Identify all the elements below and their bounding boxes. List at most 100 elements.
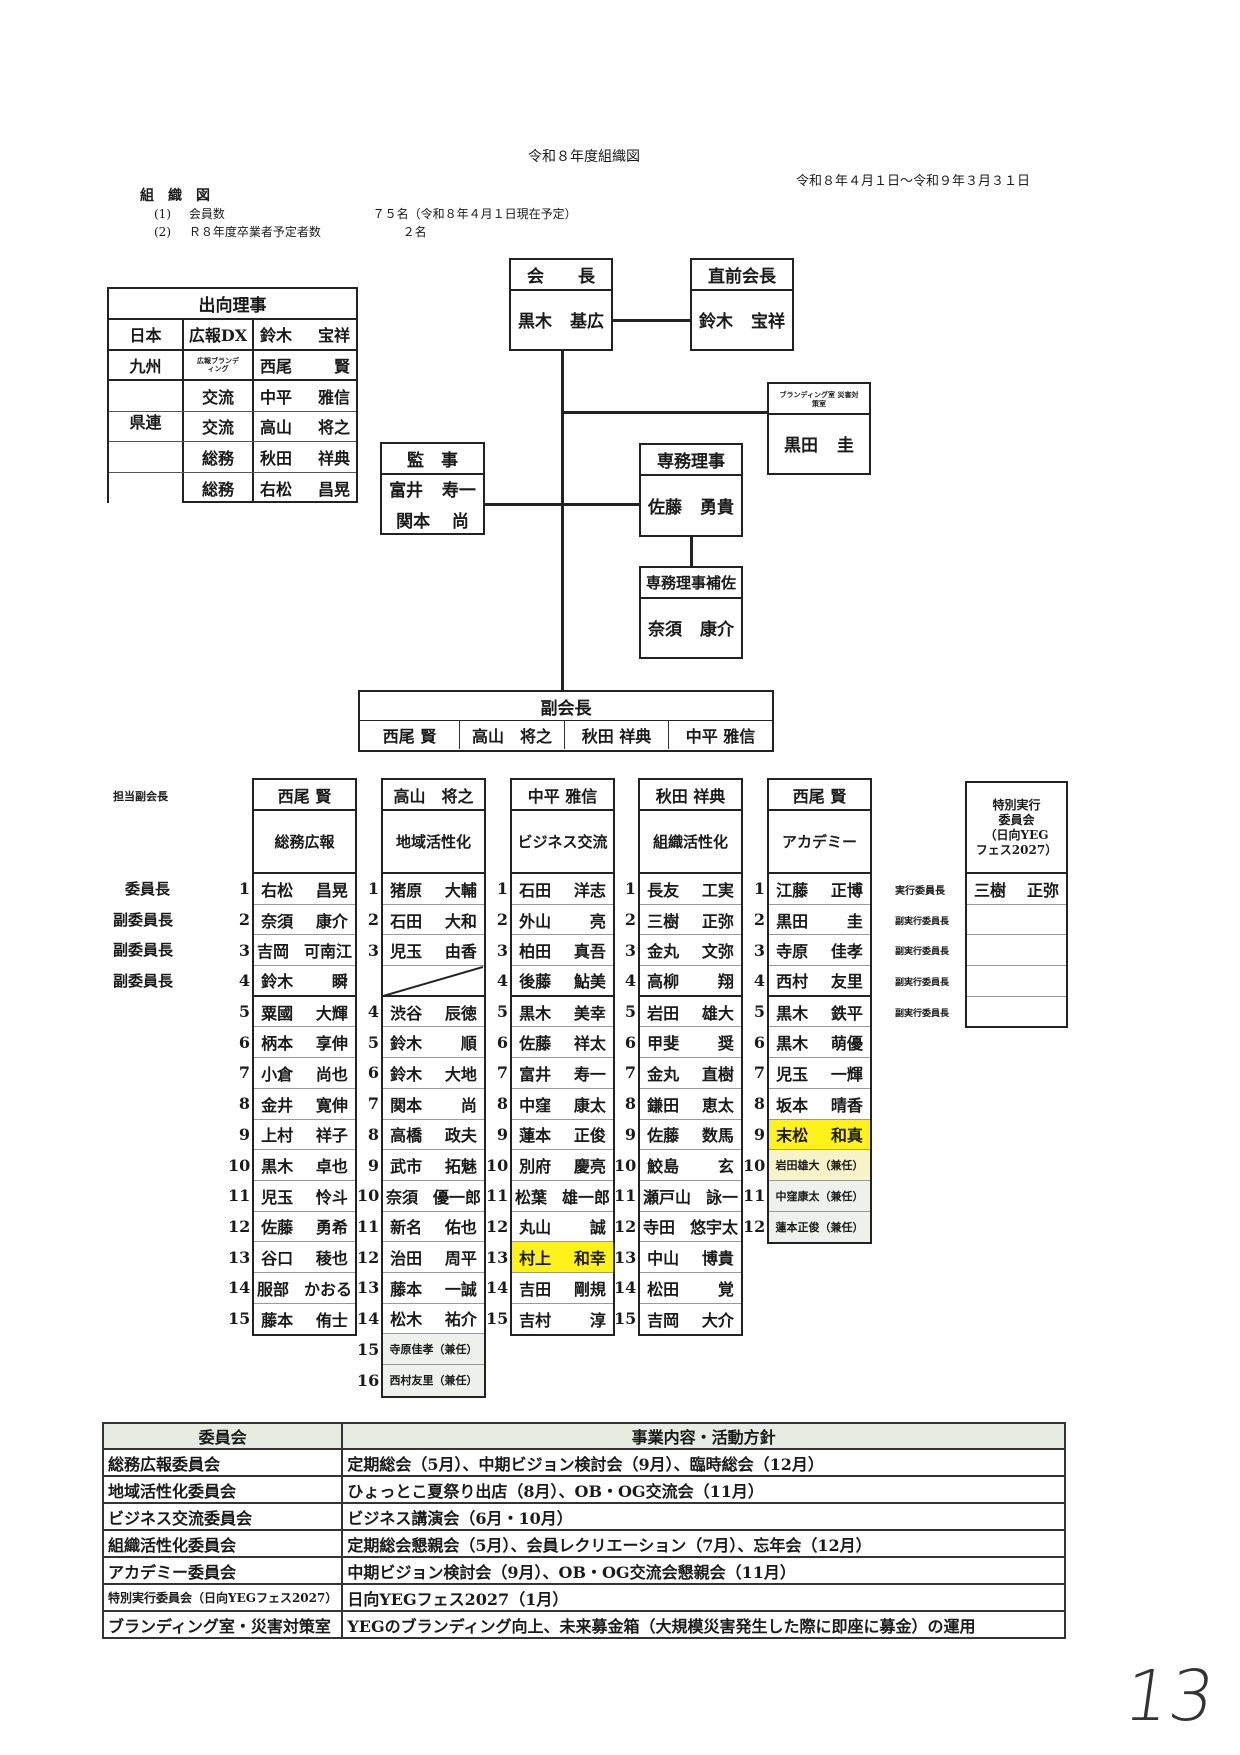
- given-name: かおる: [303, 1279, 352, 1299]
- member-number: 2: [624, 910, 636, 930]
- member-number: 3: [624, 940, 636, 960]
- family-name: 末松: [776, 1126, 809, 1146]
- document-title: 令和８年度組織図: [528, 149, 640, 165]
- given-name: 剛規: [573, 1279, 606, 1299]
- member-number: 7: [496, 1063, 508, 1083]
- member-name: 寺原佳孝（兼任）: [389, 1343, 478, 1357]
- activity-row: 特別実行委員会（日向YEGフェス2027）日向YEGフェス2027（1月）: [101, 1583, 1066, 1612]
- member-number: 12: [228, 1216, 251, 1236]
- given-name: 祥典: [317, 448, 350, 468]
- given-name: 昌晃: [315, 880, 348, 900]
- summary-item-1: (1) 会員数 ７５名（令和８年４月１日現在予定）: [154, 205, 577, 222]
- member-count-value: ７５名（令和８年４月１日現在予定）: [372, 207, 577, 221]
- connector-line: [485, 503, 639, 506]
- given-name: 由香: [444, 942, 477, 962]
- member-row: 10 岩田雄大（兼任）: [743, 1150, 870, 1181]
- activity-table: 委員会 事業内容・活動方針 総務広報委員会定期総会（5月）、中期ビジョン検討会（…: [101, 1422, 1066, 1639]
- vice-chair-label: 副委員長: [113, 941, 174, 959]
- family-name: 小倉: [261, 1064, 294, 1084]
- given-name: 康介: [700, 620, 734, 640]
- member-name: 岩田雄大（兼任）: [775, 1159, 864, 1173]
- given-name: 和真: [830, 1126, 863, 1146]
- family-name: 鈴木: [390, 1034, 423, 1054]
- family-name: 佐藤: [261, 1218, 294, 1238]
- family-name: 児玉: [390, 942, 423, 962]
- member-number: 7: [367, 1094, 379, 1114]
- given-name: 可南江: [303, 942, 352, 962]
- member-number: 12: [743, 1217, 766, 1237]
- family-name: 高柳: [647, 972, 680, 992]
- executive-assistant-title: 専務理事補佐: [641, 568, 741, 599]
- family-name: 治田: [390, 1249, 423, 1269]
- summary-item-2: (2) Ｒ８年度卒業者予定者数 ２名: [154, 223, 427, 240]
- given-name: 工実: [701, 880, 734, 900]
- member-number: 12: [486, 1216, 509, 1236]
- seconded-dept: 交流: [184, 381, 254, 411]
- given-name: 祥子: [315, 1126, 348, 1146]
- given-name: 佑也: [444, 1218, 477, 1238]
- committee-cell: 地域活性化委員会: [101, 1475, 344, 1504]
- given-name: 拓魅: [444, 1157, 477, 1177]
- family-name: 黒木: [518, 312, 552, 332]
- seconded-row: 総務秋田祥典: [109, 442, 356, 473]
- member-number: 10: [486, 1155, 509, 1175]
- given-name: 稜也: [315, 1249, 348, 1269]
- member-number: 6: [367, 1063, 379, 1083]
- member-number: 3: [496, 940, 508, 960]
- member-number: 6: [496, 1032, 508, 1052]
- committee-vp: 高山 将之: [383, 780, 484, 811]
- family-name: 富井: [389, 480, 424, 501]
- given-name: 康太: [573, 1095, 606, 1115]
- committee-vp: 秋田 祥典: [640, 780, 741, 811]
- exec-vice-chair-label: 副実行委員長: [895, 917, 950, 927]
- family-name: 谷口: [261, 1249, 294, 1269]
- member-number: 3: [367, 940, 379, 960]
- special-committee-row: [967, 966, 1066, 997]
- given-name: 真吾: [573, 942, 606, 962]
- given-name: 佳孝: [830, 942, 863, 962]
- member-number: 4: [496, 970, 508, 990]
- vp-in-charge-label: 担当副会長: [113, 790, 168, 803]
- member-number: 7: [624, 1063, 636, 1083]
- given-name: 大地: [444, 1064, 477, 1084]
- member-number: 10: [743, 1155, 766, 1175]
- seconded-dept: 広報DX: [184, 320, 254, 349]
- given-name: 奨: [717, 1034, 734, 1054]
- special-committee-row: [967, 997, 1066, 1028]
- given-name: 玄: [717, 1157, 734, 1177]
- member-number: 12: [357, 1247, 380, 1267]
- committee-cell: 特別実行委員会（日向YEGフェス2027）: [101, 1583, 344, 1612]
- given-name: 周平: [444, 1249, 477, 1269]
- family-name: 藤本: [390, 1279, 423, 1299]
- summary-heading: 組 織 図: [140, 188, 210, 204]
- given-name: 基広: [570, 312, 604, 332]
- committee-cell: 総務広報委員会: [101, 1448, 344, 1477]
- given-name: 淳: [589, 1310, 606, 1330]
